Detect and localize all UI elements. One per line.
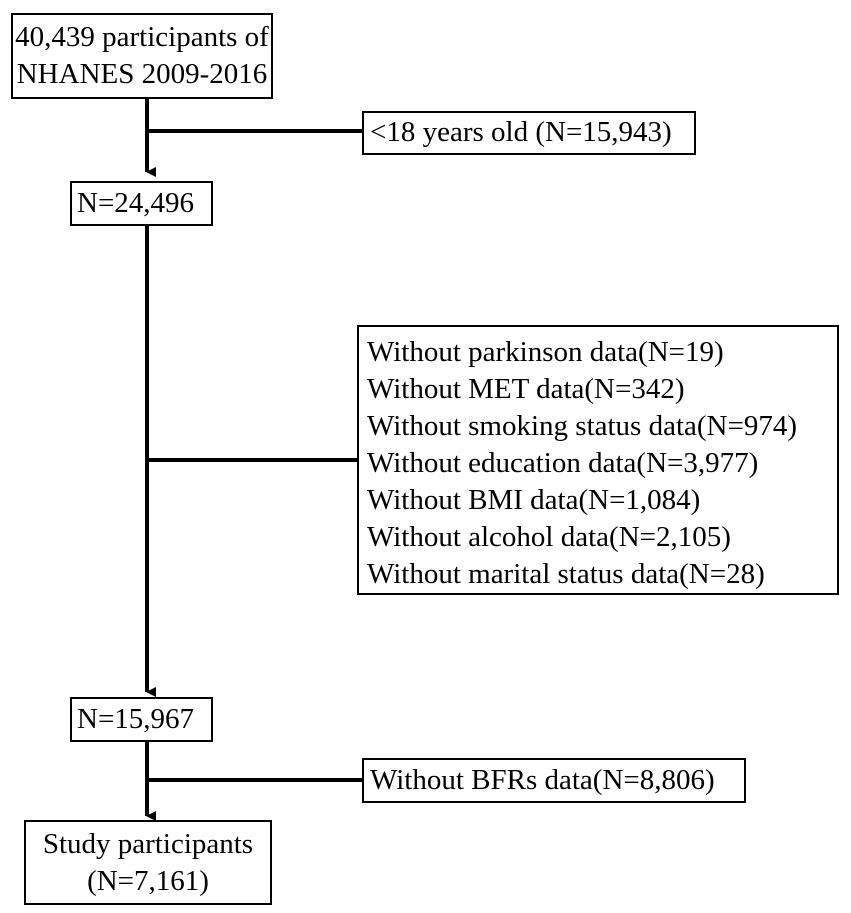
start-box-line-1: 40,439 participants of xyxy=(15,21,269,53)
start-box: 40,439 participants of NHANES 2009-2016 xyxy=(11,13,273,99)
exclusion-2-line-7: Without marital status data(N=28) xyxy=(367,558,765,590)
exclusion-2-line-4: Without education data(N=3,977) xyxy=(367,447,759,479)
step-2-line-1: N=15,967 xyxy=(77,703,195,735)
exclusion-box-2: Without parkinson data(N=19) Without MET… xyxy=(357,325,839,595)
exclusion-3-line-1: Without BFRs data(N=8,806) xyxy=(370,764,715,796)
step-1-box: N=24,496 xyxy=(70,181,213,226)
exclusion-1-line-1: <18 years old (N=15,943) xyxy=(370,116,672,148)
exclusion-2-line-6: Without alcohol data(N=2,105) xyxy=(367,521,731,553)
step-2-box: N=15,967 xyxy=(70,697,213,742)
exclusion-2-line-1: Without parkinson data(N=19) xyxy=(367,336,724,368)
exclusion-box-1: <18 years old (N=15,943) xyxy=(362,111,696,155)
exclusion-2-line-5: Without BMI data(N=1,084) xyxy=(367,484,701,516)
exclusion-2-line-2: Without MET data(N=342) xyxy=(367,373,685,405)
step-1-line-1: N=24,496 xyxy=(77,187,195,219)
start-box-line-2: NHANES 2009-2016 xyxy=(16,58,268,90)
final-box: Study participants (N=7,161) xyxy=(24,820,272,905)
exclusion-2-line-3: Without smoking status data(N=974) xyxy=(367,410,798,442)
exclusion-box-3: Without BFRs data(N=8,806) xyxy=(362,758,746,803)
final-box-line-2: (N=7,161) xyxy=(87,865,209,897)
final-box-line-1: Study participants xyxy=(42,828,254,860)
